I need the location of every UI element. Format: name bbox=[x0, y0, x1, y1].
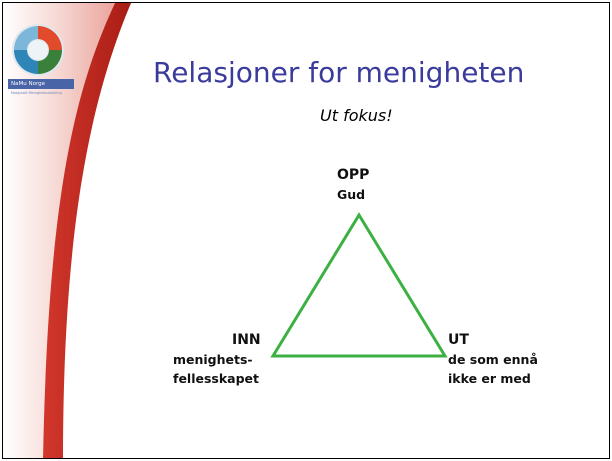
slide-title: Relasjoner for menigheten bbox=[153, 56, 525, 89]
relations-triangle bbox=[270, 212, 448, 358]
namu-logo-icon bbox=[12, 24, 64, 76]
triangle-shape bbox=[270, 212, 448, 358]
left-node-line2: fellesskapet bbox=[173, 371, 259, 386]
left-node-heading: INN bbox=[232, 332, 261, 348]
top-node-text: Gud bbox=[337, 187, 366, 202]
slide-subtitle: Ut fokus! bbox=[320, 106, 393, 125]
decorative-side-band bbox=[3, 3, 131, 458]
right-node-line2: ikke er med bbox=[448, 371, 531, 386]
top-node-heading: OPP bbox=[337, 167, 370, 183]
logo-subcaption: Nasjonalt Menighetsutvikling bbox=[11, 91, 62, 95]
right-node-line1: de som ennå bbox=[448, 352, 538, 367]
left-node-line1: menighets- bbox=[173, 352, 253, 367]
logo-caption: NaMu Norge bbox=[8, 79, 74, 89]
right-node-heading: UT bbox=[448, 332, 469, 348]
